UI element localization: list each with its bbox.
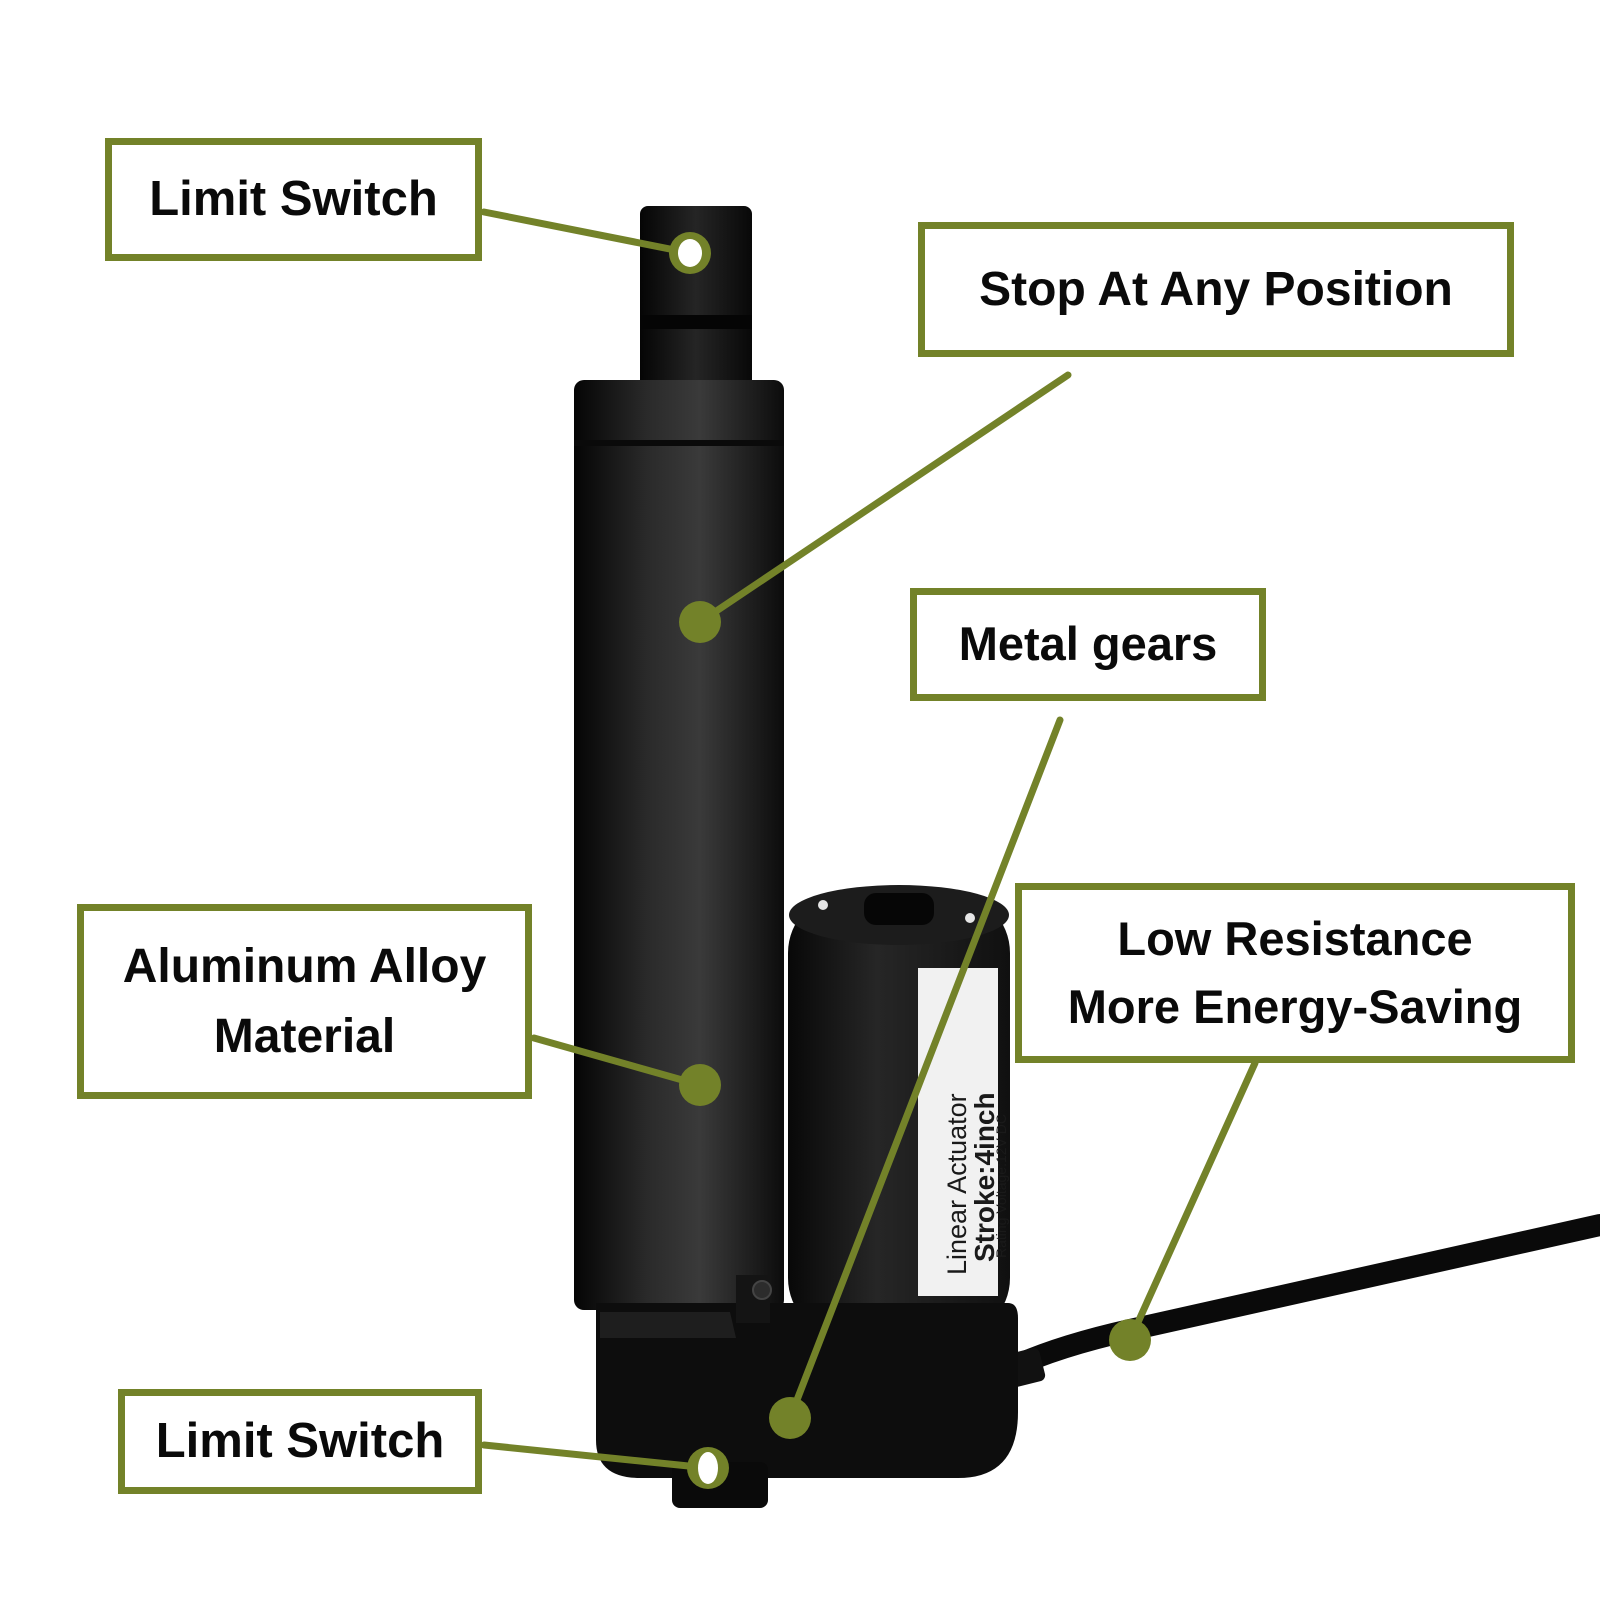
leader-alloy <box>530 1034 704 1089</box>
gearbox-base <box>596 1303 1018 1478</box>
callout-low-resistance-line1: Low Resistance <box>1117 911 1473 965</box>
callout-stop-at-any-position: Stop At Any Position <box>918 222 1514 357</box>
marker-alloy <box>679 1064 721 1106</box>
callout-metal-gears: Metal gears <box>910 588 1266 701</box>
callout-low-resistance: Low Resistance More Energy-Saving <box>1015 883 1575 1063</box>
leader-limit-top <box>480 208 694 257</box>
gearbox-screw <box>752 1280 772 1300</box>
leader-gears <box>786 716 1064 1422</box>
marker-limit-top-hole <box>678 239 702 267</box>
power-cable <box>992 1214 1600 1383</box>
motor-label-sticker <box>918 968 998 1296</box>
callout-metal-gears-text: Metal gears <box>958 617 1218 671</box>
callout-limit-switch-bottom: Limit Switch <box>118 1389 482 1494</box>
leader-resistance <box>1126 1059 1259 1344</box>
motor-label-line3: Rating Voltage:12V DC <box>993 1114 1009 1258</box>
extension-rod <box>640 206 752 391</box>
callout-limit-switch-top-text: Limit Switch <box>149 171 438 226</box>
callout-low-resistance-line2: More Energy-Saving <box>1067 980 1523 1033</box>
callout-aluminum-alloy-line2: Material <box>213 1009 396 1063</box>
marker-gears <box>769 1397 811 1439</box>
marker-stop <box>679 601 721 643</box>
callout-limit-switch-bottom-text: Limit Switch <box>155 1413 445 1468</box>
motor-vent-cap <box>864 893 934 925</box>
callout-aluminum-alloy: Aluminum Alloy Material <box>77 904 532 1099</box>
leader-limit-bottom <box>480 1441 712 1472</box>
marker-limit-bottom-hole <box>698 1452 718 1484</box>
callout-stop-text: Stop At Any Position <box>979 262 1453 316</box>
leader-stop <box>696 371 1072 626</box>
motor-label-line1: Linear Actuator <box>942 1093 972 1275</box>
callout-aluminum-alloy-line1: Aluminum Alloy <box>122 939 487 993</box>
leader-lines <box>480 208 1259 1472</box>
marker-resistance <box>1109 1319 1151 1361</box>
callout-markers <box>669 232 1151 1489</box>
main-tube <box>574 380 784 1310</box>
callout-limit-switch-top: Limit Switch <box>105 138 482 261</box>
motor-label-line2: Stroke:4inch <box>969 1092 1000 1262</box>
